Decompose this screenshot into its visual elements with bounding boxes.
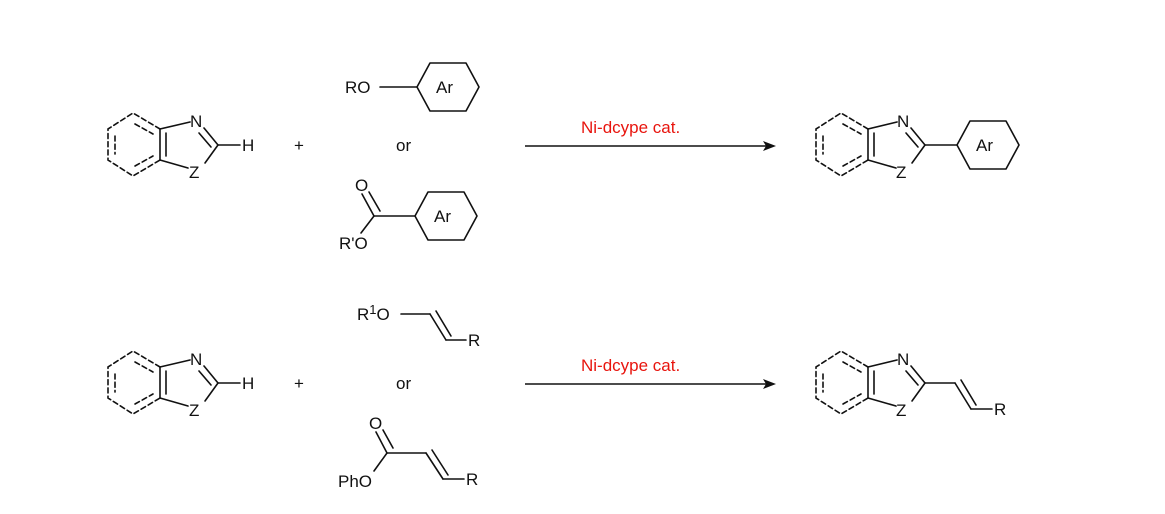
z-c-bond	[159, 159, 189, 169]
c-n-bond	[159, 121, 191, 130]
benzo-ring-dashed	[107, 112, 161, 177]
benzo-ring-dashed	[815, 350, 869, 415]
r-label: R	[468, 331, 480, 350]
ar-label: Ar	[976, 136, 993, 155]
benzo-inner-dash	[134, 155, 154, 167]
reaction-2: N Z H + R1O R or O PhO R	[107, 302, 1006, 491]
nitrogen-label: N	[897, 350, 909, 369]
arrowhead	[763, 141, 776, 151]
c-c-double-bond	[425, 452, 444, 480]
nitrogen-label: N	[897, 112, 909, 131]
c-n-bond	[867, 359, 898, 368]
plus-sign: +	[294, 374, 304, 393]
benzo-inner-dash	[134, 361, 154, 373]
r-label: R	[466, 470, 478, 489]
z-c-bond	[159, 397, 189, 407]
reaction-1: N Z H + RO Ar or O R'O Ar Ni-dcype cat.	[107, 62, 1020, 253]
ar-label: Ar	[434, 207, 451, 226]
hydrogen-label: H	[242, 374, 254, 393]
z-label: Z	[896, 163, 906, 182]
catalyst-label: Ni-dcype cat.	[581, 356, 680, 375]
or-text: or	[396, 374, 411, 393]
benzo-ring-dashed	[107, 350, 161, 415]
benzo-inner-dash	[842, 361, 862, 373]
c-c-double-bond-inner	[960, 379, 977, 406]
ro-label: RO	[345, 78, 371, 97]
carbonyl-oxygen-label: O	[369, 414, 382, 433]
n-c-double-bond-inner	[198, 370, 212, 386]
z-label: Z	[896, 401, 906, 420]
c-z-bond	[911, 382, 926, 402]
c-o-double-bond-inner	[368, 191, 381, 212]
nitrogen-label: N	[190, 350, 202, 369]
c-z-bond	[204, 144, 219, 164]
c-z-bond	[204, 382, 219, 402]
or-text: or	[396, 136, 411, 155]
benzo-inner-dash	[842, 123, 862, 135]
n-c-double-bond-inner	[905, 370, 919, 386]
c-z-bond	[911, 144, 926, 164]
hydrogen-label: H	[242, 136, 254, 155]
phenyl-ester-reagent: O PhO R	[338, 414, 478, 491]
ar-label: Ar	[436, 78, 453, 97]
c-o-double-bond-inner	[382, 429, 394, 449]
n-c-double-bond	[910, 127, 926, 146]
aryl-ring	[956, 120, 1020, 170]
c-o-double-bond	[375, 431, 388, 454]
benzazole-substrate-1: N Z H	[107, 112, 254, 182]
catalyst-label: Ni-dcype cat.	[581, 118, 680, 137]
aryl-ring	[414, 191, 478, 241]
arrowhead	[763, 379, 776, 389]
c-c-double-bond	[954, 382, 972, 410]
c-oalkyl-bond	[360, 215, 375, 234]
c-o-double-bond	[361, 193, 375, 217]
enol-ether-reagent: R1O R	[357, 302, 480, 350]
plus-sign: +	[294, 136, 304, 155]
r-label: R	[994, 400, 1006, 419]
n-c-double-bond	[203, 365, 219, 384]
c-oph-bond	[373, 452, 388, 472]
carbonyl-oxygen-label: O	[355, 176, 368, 195]
z-c-bond	[867, 397, 897, 407]
benzo-inner-dash	[134, 123, 154, 135]
c-n-bond	[159, 359, 191, 368]
aryl-ring	[416, 62, 480, 112]
benzo-ring-dashed	[815, 112, 869, 177]
reaction-arrow-1: Ni-dcype cat.	[525, 118, 776, 151]
n-c-double-bond	[910, 365, 926, 384]
r1-label: R1O	[357, 302, 390, 324]
z-c-bond	[867, 159, 897, 169]
c-c-double-bond-inner	[431, 449, 449, 476]
aryl-ether-reagent: RO Ar	[345, 62, 480, 112]
nitrogen-label: N	[190, 112, 202, 131]
n-c-double-bond	[203, 127, 219, 146]
z-label: Z	[189, 163, 199, 182]
r-prime-o-label: R'O	[339, 234, 368, 253]
c-c-double-bond-inner	[435, 310, 452, 337]
arylated-product: N Z Ar	[815, 112, 1020, 182]
aryl-ester-reagent: O R'O Ar	[339, 176, 478, 253]
c-n-bond	[867, 121, 898, 130]
benzo-inner-dash	[842, 393, 862, 405]
n-c-double-bond-inner	[198, 132, 212, 148]
benzo-inner-dash	[842, 155, 862, 167]
benzazole-substrate-2: N Z H	[107, 350, 254, 420]
c-c-double-bond	[429, 313, 447, 341]
pho-label: PhO	[338, 472, 372, 491]
z-label: Z	[189, 401, 199, 420]
n-c-double-bond-inner	[905, 132, 919, 148]
benzo-inner-dash	[134, 393, 154, 405]
reaction-arrow-2: Ni-dcype cat.	[525, 356, 776, 389]
alkenylated-product: N Z R	[815, 350, 1006, 420]
